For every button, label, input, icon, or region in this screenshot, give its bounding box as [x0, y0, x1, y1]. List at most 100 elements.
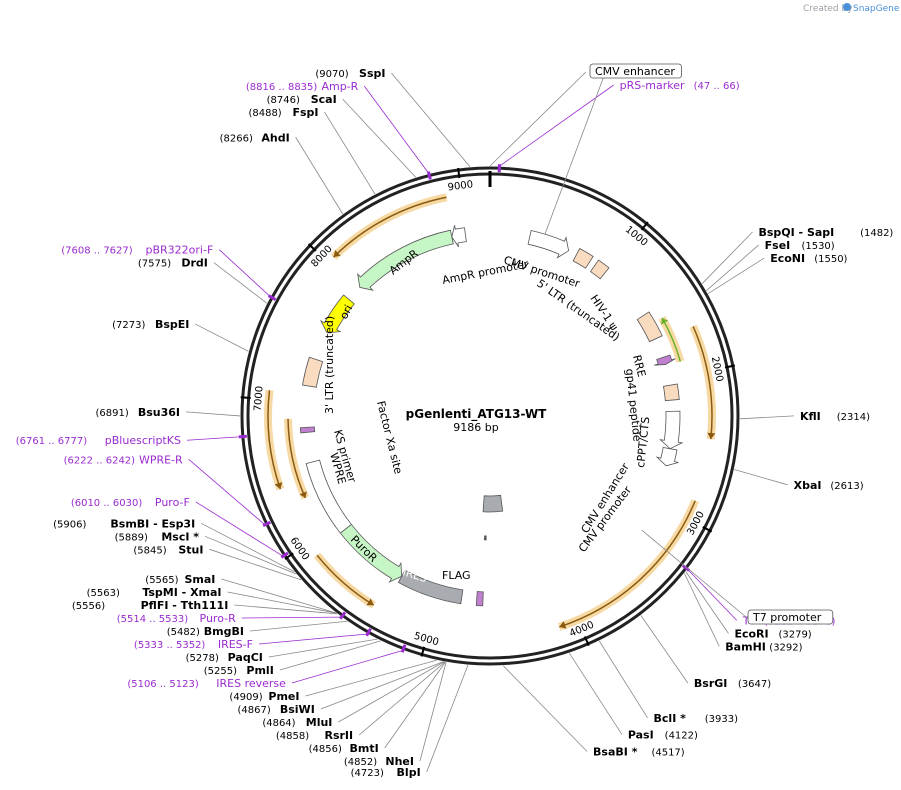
- boxed-label-leader: [544, 75, 605, 235]
- feature-label-ori: ori: [337, 303, 355, 322]
- site-position: (4858): [276, 731, 309, 742]
- site-bmgbi: BmgBI(5482): [167, 625, 244, 638]
- primer-position: (5333 .. 5352): [134, 640, 206, 651]
- site-position: (9070): [315, 69, 348, 80]
- site-name: TspMI - XmaI: [142, 586, 221, 599]
- site-name: Bsu36I: [138, 406, 180, 419]
- tick-label: 6000: [288, 535, 312, 562]
- site-mlui: MluI(4864): [262, 716, 332, 729]
- site-drdi: DrdI(7575): [138, 257, 208, 270]
- primer-leader-line: [364, 85, 430, 174]
- site-name: PasI: [628, 728, 654, 741]
- feature-rre: [636, 311, 663, 343]
- site-position: (4864): [262, 718, 295, 729]
- primer-leader-line: [258, 633, 368, 645]
- site-name: RsrII: [324, 729, 353, 742]
- site-msci: MscI *(5889): [115, 530, 200, 543]
- site-stui: StuI(5845): [133, 543, 203, 556]
- site-leader-line: [391, 72, 471, 168]
- boxed-label-leader: [641, 529, 753, 623]
- site-leader-line: [489, 71, 587, 167]
- site-pflfi-tth111i: PflFI - Tth111I(5556): [72, 599, 228, 612]
- primer-position: (47 .. 66): [694, 81, 740, 92]
- site-leader-line: [268, 638, 378, 658]
- site-position: (4909): [229, 692, 262, 703]
- site-fspi: FspI(8488): [248, 106, 318, 119]
- site-position: (4723): [351, 768, 384, 779]
- site-name: EcoRI: [734, 627, 768, 640]
- site-leader-line: [358, 661, 446, 736]
- site-position: (3647): [738, 679, 771, 690]
- orf-line: [559, 500, 696, 628]
- site-paqci: PaqCI(5278): [186, 651, 263, 664]
- site-position: (1530): [801, 241, 834, 252]
- site-sspi: SspI(9070): [315, 67, 385, 80]
- site-name: PflFI - Tth111I: [141, 599, 229, 612]
- site-name: PmeI: [268, 690, 299, 703]
- snapgene-credit: Created by SnapGene: [803, 3, 900, 14]
- leader-lines: [185, 71, 795, 773]
- site-name: BsiWI: [280, 703, 315, 716]
- site-leader-line: [342, 98, 417, 178]
- tick-mark: [640, 221, 649, 231]
- primer-ires-f: IRES-F(5333 .. 5352): [134, 638, 253, 651]
- site-ecori: EcoRI (3279): [734, 627, 811, 640]
- snapgene-logo-icon: [843, 3, 851, 11]
- site-rsrii: RsrII (4858): [276, 729, 353, 742]
- primer-name: Puro-F: [155, 496, 190, 509]
- feature-label-flag: FLAG: [442, 569, 471, 582]
- site-leader-line: [426, 664, 469, 773]
- feature-factor-xa-site: [483, 535, 487, 541]
- site-pmei: PmeI (4909): [229, 690, 299, 703]
- primer-wpre-r: WPRE-R(6222 .. 6242): [64, 453, 183, 466]
- boxed-label-cmv-enhancer: CMV enhancer: [595, 65, 675, 78]
- credit-prefix: Created by: [803, 4, 853, 14]
- site-position: (3279): [778, 629, 811, 640]
- tick-mark: [240, 396, 251, 400]
- site-position: (5563): [87, 588, 120, 599]
- feature-cppt-cts: [663, 383, 680, 402]
- site-leader-line: [249, 620, 348, 632]
- primer-leader-line: [195, 501, 284, 557]
- site-name: FseI: [765, 239, 791, 252]
- primer-name: pRS-marker: [620, 79, 685, 92]
- site-leader-line: [640, 615, 689, 684]
- site-leader-line: [295, 137, 344, 215]
- tick-mark: [420, 646, 426, 657]
- site-leader-line: [279, 640, 381, 671]
- site-name: DrdI: [181, 257, 208, 270]
- credit-brand: SnapGene: [853, 4, 900, 14]
- orf-highlight: [313, 552, 376, 609]
- site-name: SmaI: [184, 573, 215, 586]
- primer-name: Amp-R: [321, 80, 358, 93]
- site-leader-line: [419, 662, 447, 762]
- plasmid-name: pGenlenti_ATG13-WT: [406, 407, 548, 422]
- site-pasi: PasI(4122): [628, 728, 698, 741]
- tick-label: 2000: [709, 356, 725, 383]
- primer-name: IRES reverse: [216, 677, 286, 690]
- site-bsu36i: Bsu36I(6891): [96, 406, 180, 419]
- site-position: (8266): [220, 133, 253, 144]
- restriction-sites: SgrDI(1)BspQI - SapI(1482)FseI(1530)EcoN…: [53, 66, 893, 779]
- primer-binding-mark: [262, 520, 271, 528]
- site-name: ScaI: [311, 93, 337, 106]
- primer-name: WPRE-R: [139, 453, 183, 466]
- feature-cmv-enhancer: [659, 410, 684, 450]
- primer-position: (8816 .. 8835): [246, 82, 318, 93]
- feature-gp41-peptide: [654, 354, 676, 366]
- site-name: AhdI: [261, 131, 289, 144]
- site-leader-line: [706, 244, 759, 292]
- site-bsrgi: BsrGI(3647): [694, 677, 771, 690]
- site-leader-line: [185, 411, 241, 417]
- site-position: (5278): [186, 653, 219, 664]
- orf-line: [333, 196, 447, 258]
- backbone-outer-ring: [240, 166, 740, 666]
- feature-3-ltr-truncated: [302, 356, 324, 388]
- orf-arrowhead: [333, 249, 341, 258]
- orf-arrowhead: [366, 598, 374, 606]
- site-bspqi-sapi: BspQI - SapI(1482): [758, 226, 893, 239]
- site-position: (5845): [133, 545, 166, 556]
- tick-mark: [583, 636, 590, 647]
